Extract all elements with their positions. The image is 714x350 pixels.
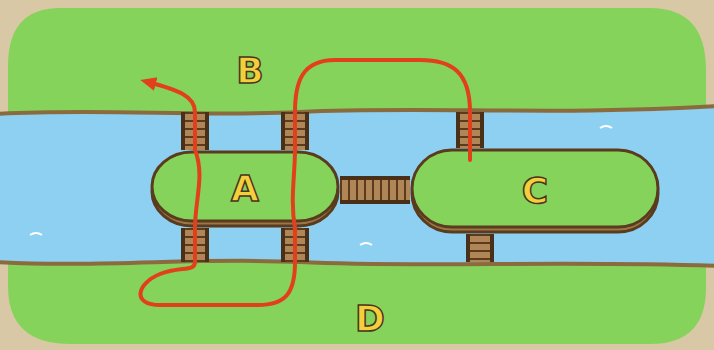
bridge-planks xyxy=(470,234,490,262)
bridge-deck xyxy=(340,180,410,200)
river-bank-land: D xyxy=(0,262,714,350)
land-letter: C xyxy=(522,170,548,211)
bridge xyxy=(340,190,410,191)
bridge-deck xyxy=(470,234,490,262)
bridge-planks xyxy=(340,180,410,200)
bridge xyxy=(480,234,481,262)
river-bank xyxy=(0,261,714,266)
bridge-rail xyxy=(340,176,410,204)
river-bank xyxy=(0,106,714,114)
land-letter: A xyxy=(231,168,259,209)
island-top xyxy=(152,152,338,221)
land-letter: B xyxy=(236,50,263,91)
bridge-rail xyxy=(466,234,494,262)
island-top xyxy=(412,150,658,227)
river xyxy=(0,106,714,266)
island: C xyxy=(410,148,660,234)
island: A xyxy=(150,150,340,228)
land-letter: D xyxy=(355,298,385,339)
river-bank-land: B xyxy=(0,0,714,112)
